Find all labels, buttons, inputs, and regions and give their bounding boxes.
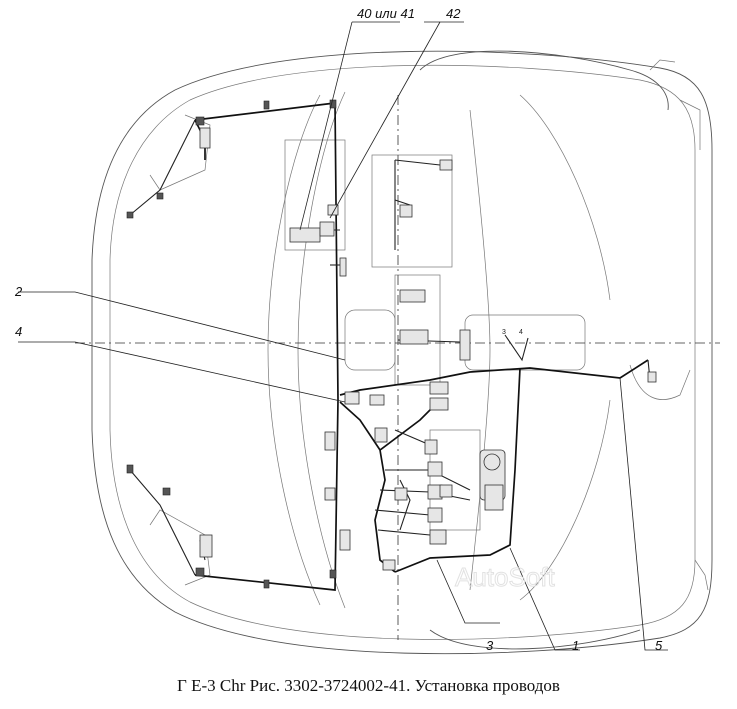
connectors: [126, 99, 657, 589]
callout-1: 1: [572, 638, 579, 653]
watermark: AutoSoft: [455, 562, 556, 592]
callout-42: 42: [446, 6, 461, 21]
leader-lines: [18, 21, 668, 651]
callout-2: 2: [14, 284, 23, 299]
centre-lines: [75, 95, 720, 640]
inner-label-4: 4: [519, 329, 523, 336]
figure-caption: Г Е-3 Chr Рис. 3302-3724002-41. Установк…: [177, 676, 560, 695]
callout-labels: 40 или 41 42 2 4 3 1 5 3 4: [14, 6, 663, 653]
callout-4: 4: [15, 324, 22, 339]
inner-label-3: 3: [502, 329, 506, 336]
callout-40-or-41: 40 или 41: [357, 6, 415, 21]
wiring-harness: [129, 102, 651, 591]
callout-5: 5: [655, 638, 663, 653]
vehicle-body-outline: [91, 50, 713, 655]
callout-3: 3: [486, 638, 494, 653]
